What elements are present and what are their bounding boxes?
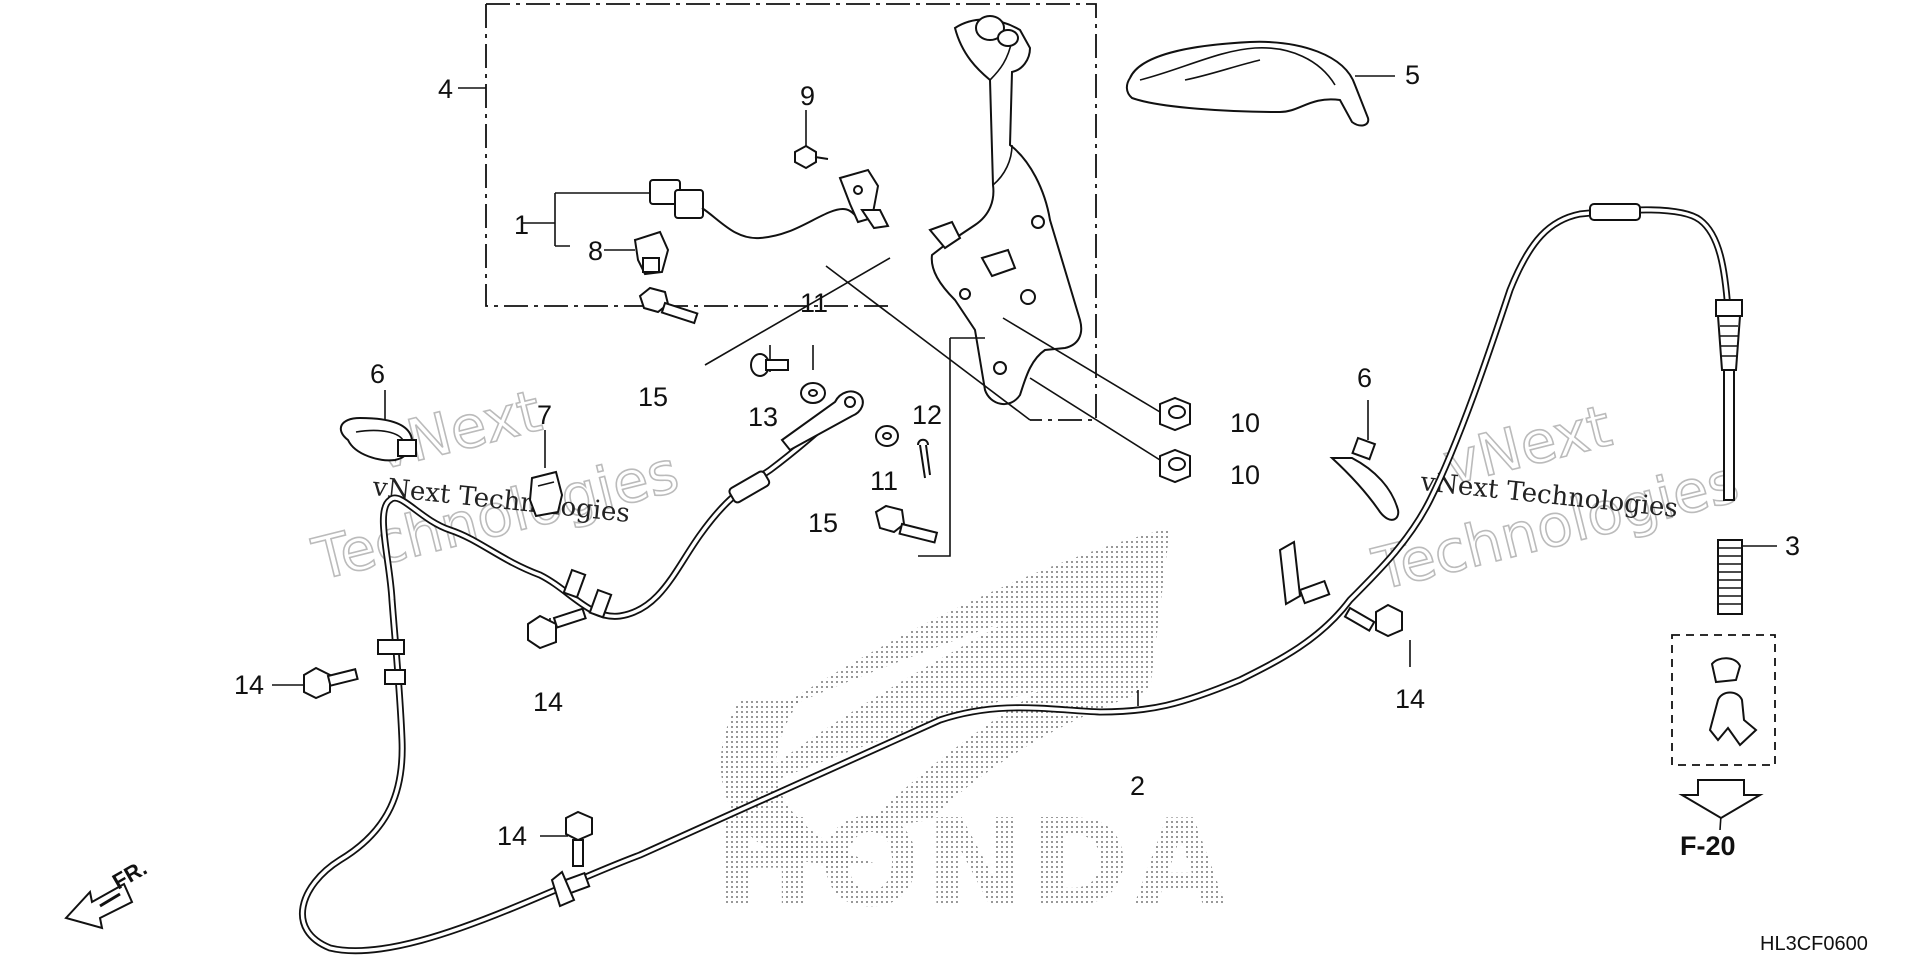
- bolt-14-left: [303, 666, 359, 700]
- callout-labels: 4 5 9 1 8 11 12 11 10 10 15 15 13 6 7 6 …: [108, 60, 1868, 955]
- cable-tie-6-left: [339, 416, 417, 462]
- callout-9: 9: [800, 81, 815, 111]
- reference-f20-label: F-20: [1680, 831, 1736, 861]
- nut-10-lower: [1159, 448, 1191, 484]
- callout-4: 4: [438, 74, 453, 104]
- parking-brake-lever: [928, 15, 1083, 405]
- honda-wing-logo: HONDA: [715, 528, 1230, 934]
- nut-10-upper: [1159, 396, 1191, 432]
- callout-6-left: 6: [370, 359, 385, 389]
- parking-brake-cable: [298, 203, 1743, 955]
- diagram-code: HL3CF0600: [1760, 933, 1868, 955]
- cable-tie-6-right: [1329, 436, 1400, 521]
- return-spring-3: [1717, 539, 1743, 615]
- callout-14-left: 14: [234, 670, 264, 700]
- callout-5: 5: [1405, 60, 1420, 90]
- lever-assembly-group-box: [485, 3, 1097, 421]
- callout-15-lower: 15: [808, 508, 838, 538]
- lever-boot: [1125, 40, 1370, 127]
- callout-10-lower: 10: [1230, 460, 1260, 490]
- callout-3: 3: [1785, 531, 1800, 561]
- cable-clip-7: [528, 470, 564, 518]
- callout-15-upper: 15: [638, 382, 668, 412]
- cotter-pin-12: [917, 438, 931, 479]
- callout-14-lower: 14: [497, 821, 527, 851]
- bolt-15-upper: [638, 286, 699, 325]
- harness-clip: [633, 230, 670, 276]
- washer-11-lower: [875, 425, 899, 447]
- callout-11-upper: 11: [800, 288, 828, 318]
- callout-14-middle: 14: [533, 687, 563, 717]
- bolt-14-lower: [565, 810, 593, 867]
- washer-11-upper: [800, 382, 826, 404]
- callout-11-lower: 11: [870, 466, 898, 496]
- brake-switch-harness: [649, 168, 890, 240]
- bolt-15-lower: [874, 504, 939, 544]
- callout-12: 12: [912, 400, 942, 430]
- bolt-14-middle: [527, 607, 587, 650]
- bolt-13: [750, 353, 789, 377]
- honda-logo-text: HONDA: [715, 795, 1230, 934]
- callout-13: 13: [748, 402, 778, 432]
- front-direction-arrow: [64, 882, 134, 930]
- callout-10-upper: 10: [1230, 408, 1260, 438]
- callout-6-right: 6: [1357, 363, 1372, 393]
- bolt-14-right: [1343, 603, 1403, 638]
- callout-8: 8: [588, 236, 603, 266]
- reference-detail-box: [1671, 634, 1776, 831]
- callout-2: 2: [1130, 771, 1145, 801]
- callout-7: 7: [537, 400, 552, 430]
- callout-1: 1: [514, 210, 529, 240]
- screw-9: [794, 144, 829, 170]
- callout-14-right: 14: [1395, 684, 1425, 714]
